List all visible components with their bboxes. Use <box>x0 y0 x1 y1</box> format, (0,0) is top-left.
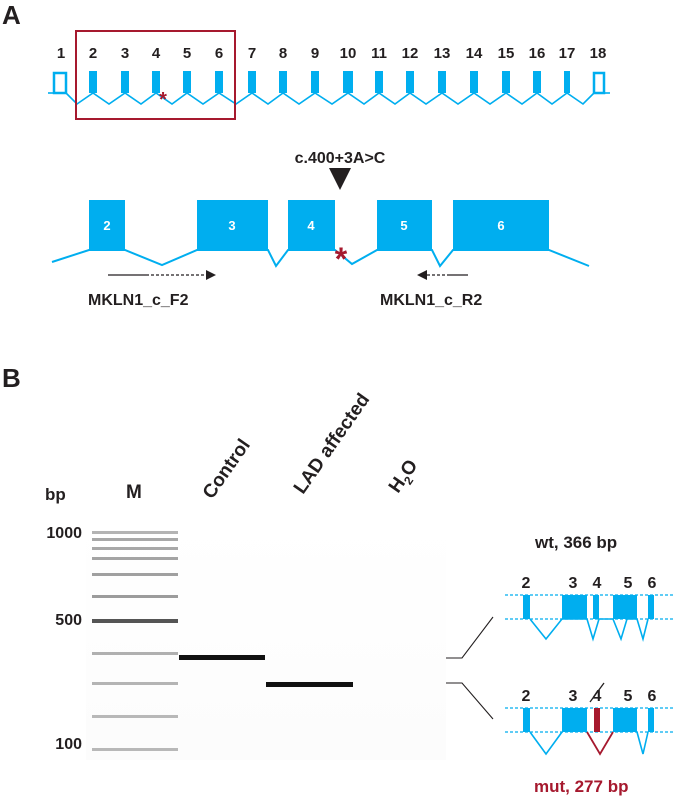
gel-background <box>86 520 446 760</box>
gene-exon-number: 8 <box>279 45 287 62</box>
gene-exon-number: 16 <box>529 45 546 62</box>
mut-connector <box>446 682 494 720</box>
zoom-exon-2 <box>89 200 125 250</box>
primer-forward-arrow <box>108 270 216 280</box>
variant-arrowhead <box>329 168 351 190</box>
mut-transcript <box>505 707 675 756</box>
mut-label: mut, 277 bp <box>534 777 628 796</box>
zoom-exon-label: 4 <box>307 218 315 233</box>
panel-a-label: A <box>2 0 21 30</box>
full-gene-structure <box>48 71 610 106</box>
gene-exon-number: 6 <box>215 45 223 62</box>
wt-exon-label: 3 <box>569 575 578 592</box>
mut-exon-label: 2 <box>522 688 531 705</box>
lane-label-control: Control <box>199 435 255 502</box>
gene-exon-number: 1 <box>57 45 65 62</box>
wt-exon-label: 4 <box>593 575 602 592</box>
gene-exon-number: 14 <box>466 45 483 62</box>
size-marker-ladder <box>92 531 178 751</box>
gene-mutation-asterisk: * <box>159 89 167 111</box>
gene-exon-number: 18 <box>590 45 607 62</box>
gene-exon-number: 11 <box>371 45 387 62</box>
size-label-100: 100 <box>55 736 82 753</box>
gene-exon-number: 17 <box>559 45 576 62</box>
gene-exon-number: 10 <box>340 45 357 62</box>
zoom-exon-6 <box>453 200 549 250</box>
bp-axis-label: bp <box>45 485 66 504</box>
mut-exon-label: 5 <box>624 688 633 705</box>
gene-exon-number: 3 <box>121 45 129 62</box>
wt-transcript <box>505 594 675 643</box>
zoom-region-box <box>75 30 236 120</box>
zoom-exon-label: 6 <box>497 218 504 233</box>
gene-exon-number: 9 <box>311 45 319 62</box>
mut-exon-label: 3 <box>569 688 578 705</box>
gene-exon-1 <box>52 71 68 95</box>
wt-label: wt, 366 bp <box>534 533 617 552</box>
lane-label-water: H2O <box>385 456 425 499</box>
exon-4-strike <box>589 682 605 703</box>
gene-exon-number: 7 <box>248 45 256 62</box>
primer-reverse-arrow <box>417 270 468 280</box>
gene-exon-number: 13 <box>434 45 451 62</box>
zoom-exon-label: 2 <box>103 218 110 233</box>
lane-label-affected: LAD affected <box>290 390 374 498</box>
gene-exon-number: 5 <box>183 45 191 62</box>
wt-connector <box>446 616 494 659</box>
zoomed-gene-structure <box>51 200 590 268</box>
gene-introns <box>65 92 595 106</box>
primer-forward-label: MKLN1_c_F2 <box>88 292 189 309</box>
zoom-exon-label: 3 <box>228 218 235 233</box>
wt-exon-label: 5 <box>624 575 633 592</box>
wt-exon-label: 6 <box>648 575 657 592</box>
size-label-500: 500 <box>55 612 82 629</box>
marker-lane-label: M <box>126 482 142 503</box>
gene-exon-numbers: 1 2 3 4 5 6 7 8 9 10 11 12 13 14 15 16 1… <box>57 45 607 62</box>
skipped-exon-4 <box>594 708 600 732</box>
gene-exon-18 <box>592 71 606 95</box>
size-label-1000: 1000 <box>46 525 82 542</box>
mut-exon-label: 6 <box>648 688 657 705</box>
zoom-exon-3 <box>197 200 268 250</box>
control-band <box>179 655 265 660</box>
gene-exon-number: 12 <box>402 45 419 62</box>
zoom-exon-5 <box>377 200 432 250</box>
zoom-mutation-asterisk: * <box>335 241 348 277</box>
gene-exon-number: 15 <box>498 45 515 62</box>
gene-exon-number: 2 <box>89 45 97 62</box>
mut-exon-label: 4 <box>593 688 602 705</box>
primer-reverse-label: MKLN1_c_R2 <box>380 292 482 309</box>
variant-label: c.400+3A>C <box>295 150 386 167</box>
zoom-exon-4 <box>288 200 335 250</box>
affected-band <box>266 682 353 687</box>
zoom-exon-label: 5 <box>400 218 407 233</box>
panel-b-label: B <box>2 363 21 393</box>
gene-exon-number: 4 <box>152 45 161 62</box>
wt-exon-label: 2 <box>522 575 531 592</box>
